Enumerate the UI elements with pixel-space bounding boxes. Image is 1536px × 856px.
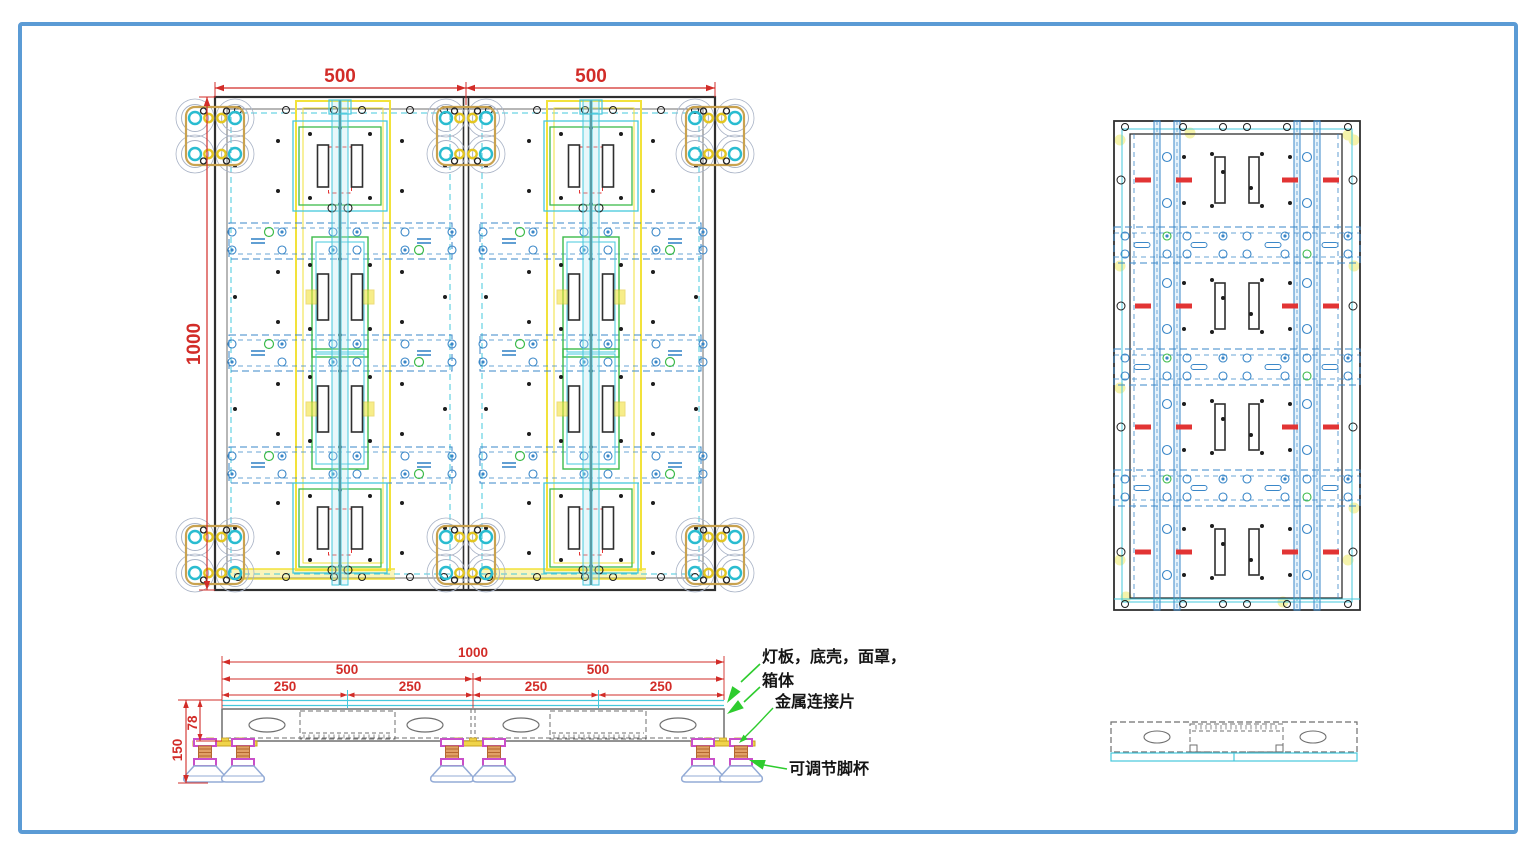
cross-rail-band <box>1113 469 1361 507</box>
panel-section <box>1116 152 1358 208</box>
plan-dim-width-right: 500 <box>575 66 607 87</box>
corner-connector <box>175 517 255 593</box>
front-elevation-view <box>182 699 764 783</box>
page-border <box>18 22 1518 834</box>
plan-dim-height: 1000 <box>184 323 205 365</box>
bottom-side-view <box>1110 721 1358 762</box>
foot-assembly <box>718 738 764 783</box>
front-dim-quarter-4: 250 <box>650 679 673 694</box>
front-dim-quarter-2: 250 <box>399 679 422 694</box>
panel-section <box>1116 399 1358 455</box>
leader-arrows <box>727 663 788 770</box>
front-dim-quarter-3: 250 <box>525 679 548 694</box>
center-spine <box>328 99 352 586</box>
label-metal-connector: 金属连接片 <box>774 692 855 711</box>
front-dim-half-left: 500 <box>336 662 359 677</box>
foot-assembly <box>182 738 228 783</box>
corner-connector <box>675 517 755 593</box>
plan-dim-width-left: 500 <box>324 66 356 87</box>
foot-assembly <box>471 738 517 783</box>
corner-connector <box>675 98 755 174</box>
annotation-texts: 灯板，底壳，面罩， 箱体 金属连接片 可调节脚杯 <box>762 647 906 778</box>
front-dim-height-panel: 78 <box>185 715 200 731</box>
dimension-texts: 500 500 1000 1000 500 500 250 250 250 25… <box>170 66 672 761</box>
panel-section <box>1116 524 1358 580</box>
vertical-rail <box>1153 120 1181 611</box>
front-dim-height-total: 150 <box>170 739 185 762</box>
center-spine <box>579 99 603 586</box>
cross-rail-band <box>1113 348 1361 386</box>
corner-connector <box>175 98 255 174</box>
front-dim-total: 1000 <box>458 645 488 660</box>
handle-group <box>484 236 698 358</box>
label-layers-line2: 箱体 <box>762 671 795 690</box>
panel-section <box>1116 278 1358 334</box>
cabinet-half <box>478 99 708 586</box>
handle-group <box>233 236 447 358</box>
foot-assembly <box>220 738 266 783</box>
cross-rail-band <box>1113 226 1361 264</box>
cabinet-half <box>227 99 457 586</box>
label-layers-line1: 灯板，底壳，面罩， <box>762 647 906 666</box>
recessed-box <box>549 710 647 740</box>
label-adjustable-foot: 可调节脚杯 <box>789 759 870 778</box>
plan-view <box>175 95 755 593</box>
corner-connector <box>426 517 506 593</box>
vertical-rail <box>1293 120 1321 611</box>
recessed-box <box>299 710 396 740</box>
front-dim-half-right: 500 <box>587 662 610 677</box>
front-dim-quarter-1: 250 <box>274 679 297 694</box>
right-panel-view <box>1113 120 1361 611</box>
dimension-lines <box>178 82 725 784</box>
foot-assembly <box>429 738 475 783</box>
corner-connector <box>426 98 506 174</box>
